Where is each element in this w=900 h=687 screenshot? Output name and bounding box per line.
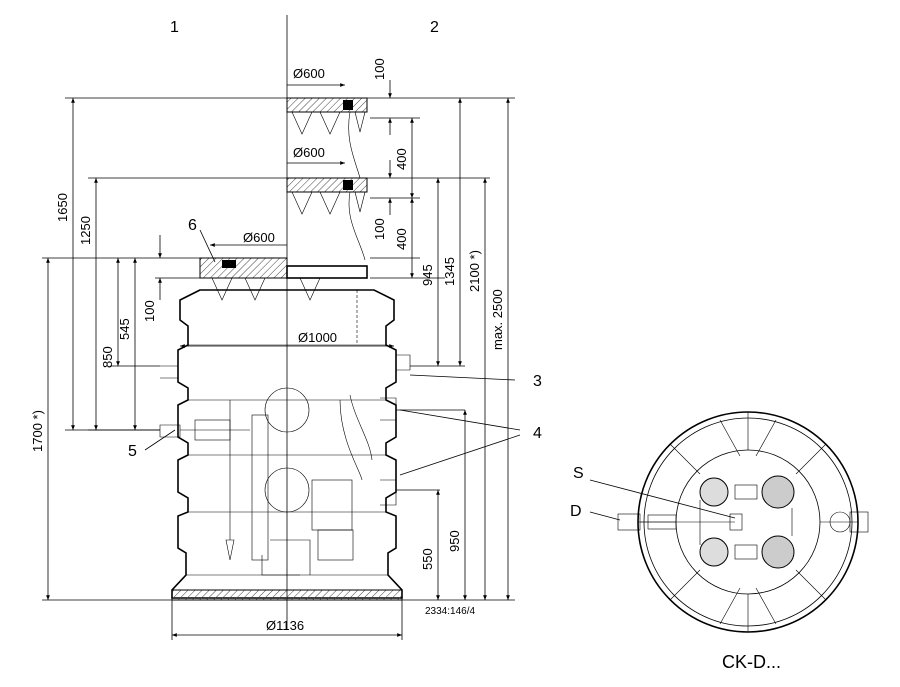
dim-2100: 2100 *) [467, 250, 482, 292]
callout-4: 4 [533, 425, 542, 442]
plan-title: CK-D... [722, 652, 781, 672]
view-label-1: 1 [170, 19, 179, 36]
dim-945: 945 [420, 264, 435, 286]
pump-bottom-left [699, 537, 729, 567]
dim-max-2500: max. 2500 [490, 289, 505, 350]
dim-d1136: Ø1136 [266, 618, 304, 633]
dim-100-top: 100 [372, 58, 387, 80]
dim-1345: 1345 [442, 257, 457, 286]
cover-low [199, 257, 288, 279]
dim-d600-low: Ø600 [243, 230, 275, 245]
pump-top-right [761, 475, 795, 509]
dimension-lines [42, 80, 521, 640]
dim-d600-top: Ø600 [293, 66, 325, 81]
pump-body [311, 479, 353, 531]
dim-400-b: 400 [394, 228, 409, 250]
section-labels: 1 2 3 4 5 6 Ø600 Ø600 Ø600 Ø1000 Ø1136 1… [30, 19, 542, 633]
cover-mid [286, 177, 368, 193]
callout-d: D [570, 503, 582, 520]
dim-950: 950 [447, 530, 462, 552]
tank-base [171, 589, 403, 601]
plan-view: S D CK-D... [570, 411, 869, 672]
cover-top [286, 97, 368, 113]
dim-550: 550 [420, 548, 435, 570]
callout-5: 5 [128, 443, 137, 460]
dim-850: 850 [100, 346, 115, 368]
pump-motor [317, 529, 354, 561]
dim-545: 545 [117, 318, 132, 340]
callout-3: 3 [533, 373, 542, 390]
dim-d600-mid: Ø600 [293, 145, 325, 160]
inspection-port-upper [264, 387, 310, 433]
discharge-valve [194, 419, 231, 441]
dim-400-a: 400 [394, 148, 409, 170]
dim-1250: 1250 [78, 216, 93, 245]
dim-d1000: Ø1000 [298, 330, 337, 345]
dim-1650: 1650 [55, 193, 70, 222]
dim-100-left: 100 [142, 300, 157, 322]
pump-top-left [699, 477, 729, 507]
pump-bottom-right [761, 535, 795, 569]
inspection-port-lower [264, 467, 310, 513]
dim-1700: 1700 *) [30, 410, 45, 452]
section-view [159, 15, 411, 630]
callout-6: 6 [188, 217, 197, 234]
callout-s: S [573, 465, 584, 482]
view-label-2: 2 [430, 19, 439, 36]
riser-pipe [251, 414, 269, 561]
drawing-number: 2334:146/4 [425, 606, 475, 617]
dim-100-mid: 100 [372, 218, 387, 240]
